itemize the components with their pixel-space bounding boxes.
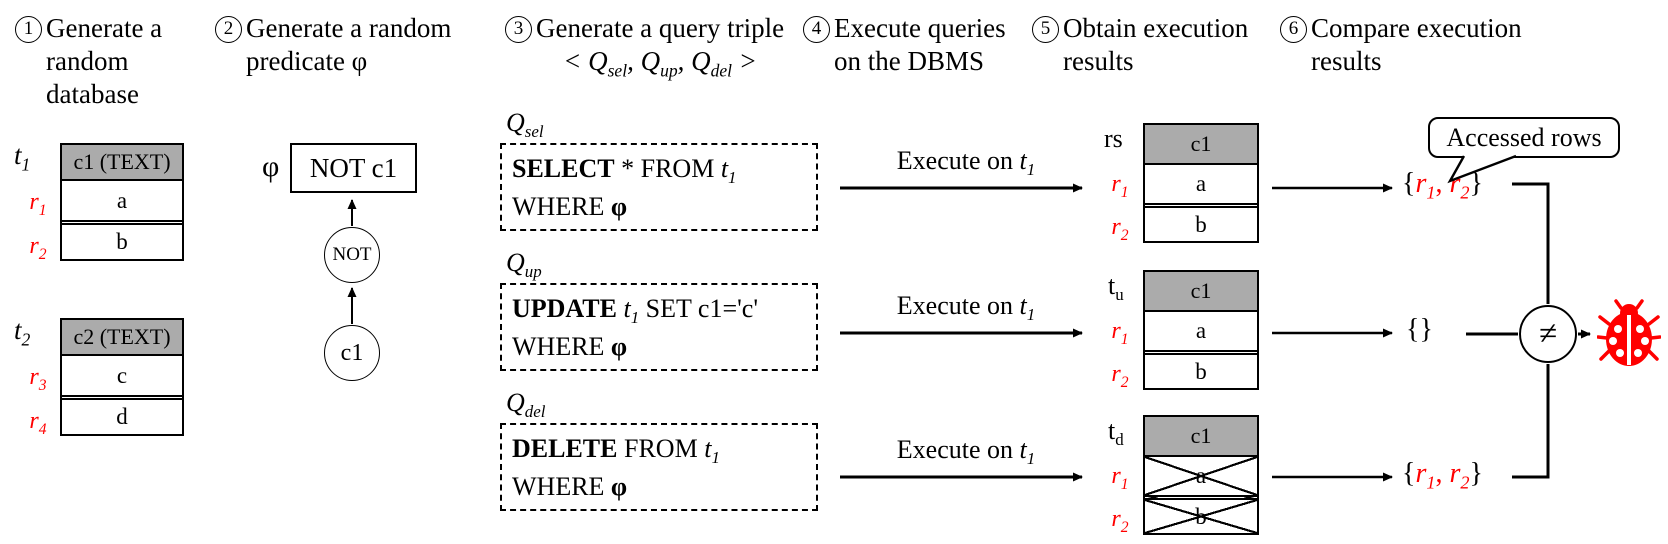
result-rs-header-cell: c1 [1145,125,1257,165]
query-del-box: DELETE FROM t1 WHERE φ [500,423,818,511]
result-tu-row-b: b [1145,350,1257,388]
table-t2-row-c: c [116,362,128,388]
row-label-r2: r2 [29,233,47,263]
table-t1-row-b: b [62,220,182,259]
predicate-box: NOT c1 [290,143,417,193]
accessed-rows-callout: Accessed rows [1428,117,1620,158]
accessed-rows-set-sel: {r1, r2} [1402,168,1483,203]
row-label-r4: r4 [29,408,47,438]
query-del-label: Qdel [506,388,546,422]
step-1-number-icon: 1 [15,16,42,43]
result-table-rs: c1 a b [1143,123,1259,243]
execute-label-sel: Execute on t1 [896,146,1036,180]
result-table-tu: c1 a b [1143,270,1259,390]
ladybug-bug-icon [1597,299,1661,366]
table-t1-header-cell: c1 (TEXT) [62,145,182,181]
row-label-r1: r1 [1111,463,1129,493]
step-6-number-icon: 6 [1280,16,1307,43]
result-td-header-cell: c1 [1145,417,1257,457]
phi-symbol: φ [610,332,628,361]
result-table-rs-name: rs [1104,124,1123,153]
table-t2-row-d: d [62,395,182,434]
accessed-rows-set-del: {r1, r2} [1402,458,1483,493]
result-table-td-name: td [1108,416,1124,450]
row-label-r2: r2 [1111,214,1129,244]
query-up-box: UPDATE t1 SET c1='c' WHERE φ [500,283,818,371]
table-t1: c1 (TEXT) a b [60,143,184,261]
query-triple-notation: < Qsel, Qup, Qdel > [563,46,758,81]
phi-label: φ [262,150,280,183]
table-t1-row-a: a [116,187,128,213]
step-5-number-icon: 5 [1032,16,1059,43]
result-rs-row-a: a [1195,171,1207,196]
table-t1-name: t1 [14,140,31,175]
result-td-row-b-deleted: b [1145,495,1257,533]
execute-label-del: Execute on t1 [896,435,1036,469]
predicate-node-not: NOT [324,227,380,283]
row-label-r2: r2 [1111,361,1129,391]
result-tu-row-a: a [1195,318,1207,343]
result-rs-row-b: b [1145,203,1257,241]
row-label-r2: r2 [1111,506,1129,536]
step-4-number-icon: 4 [803,16,830,43]
elbow-connector-bottom [1512,364,1550,479]
step-3-title: 3 Generate a query triple < Qsel, Qup, Q… [505,12,785,81]
result-table-td: c1 a b [1143,415,1259,535]
step-3-text: Generate a query triple < Qsel, Qup, Qde… [536,13,785,81]
step-3-number-icon: 3 [505,16,532,43]
not-equal-circle-icon: ≠ [1519,305,1577,363]
predicate-node-c1: c1 [324,325,380,381]
row-label-r1: r1 [1111,171,1129,201]
accessed-rows-set-up-empty: {} [1406,314,1433,345]
phi-symbol: φ [610,472,628,501]
table-t2: c2 (TEXT) c d [60,318,184,436]
step-2-number-icon: 2 [215,16,242,43]
row-label-r1: r1 [1111,318,1129,348]
row-label-r3: r3 [29,364,47,394]
query-sel-box: SELECT * FROM t1 WHERE φ [500,143,818,231]
table-t2-name: t2 [14,315,31,350]
table-t2-header-cell: c2 (TEXT) [62,320,182,356]
query-sel-label: Qsel [506,108,544,142]
execute-label-up: Execute on t1 [896,291,1036,325]
row-label-r1: r1 [29,189,47,219]
result-td-row-a-deleted: a [1145,457,1257,495]
result-table-tu-name: tu [1108,271,1124,305]
elbow-connector-top [1512,182,1550,304]
query-up-label: Qup [506,248,542,282]
result-tu-header-cell: c1 [1145,272,1257,312]
phi-symbol: φ [610,192,628,221]
